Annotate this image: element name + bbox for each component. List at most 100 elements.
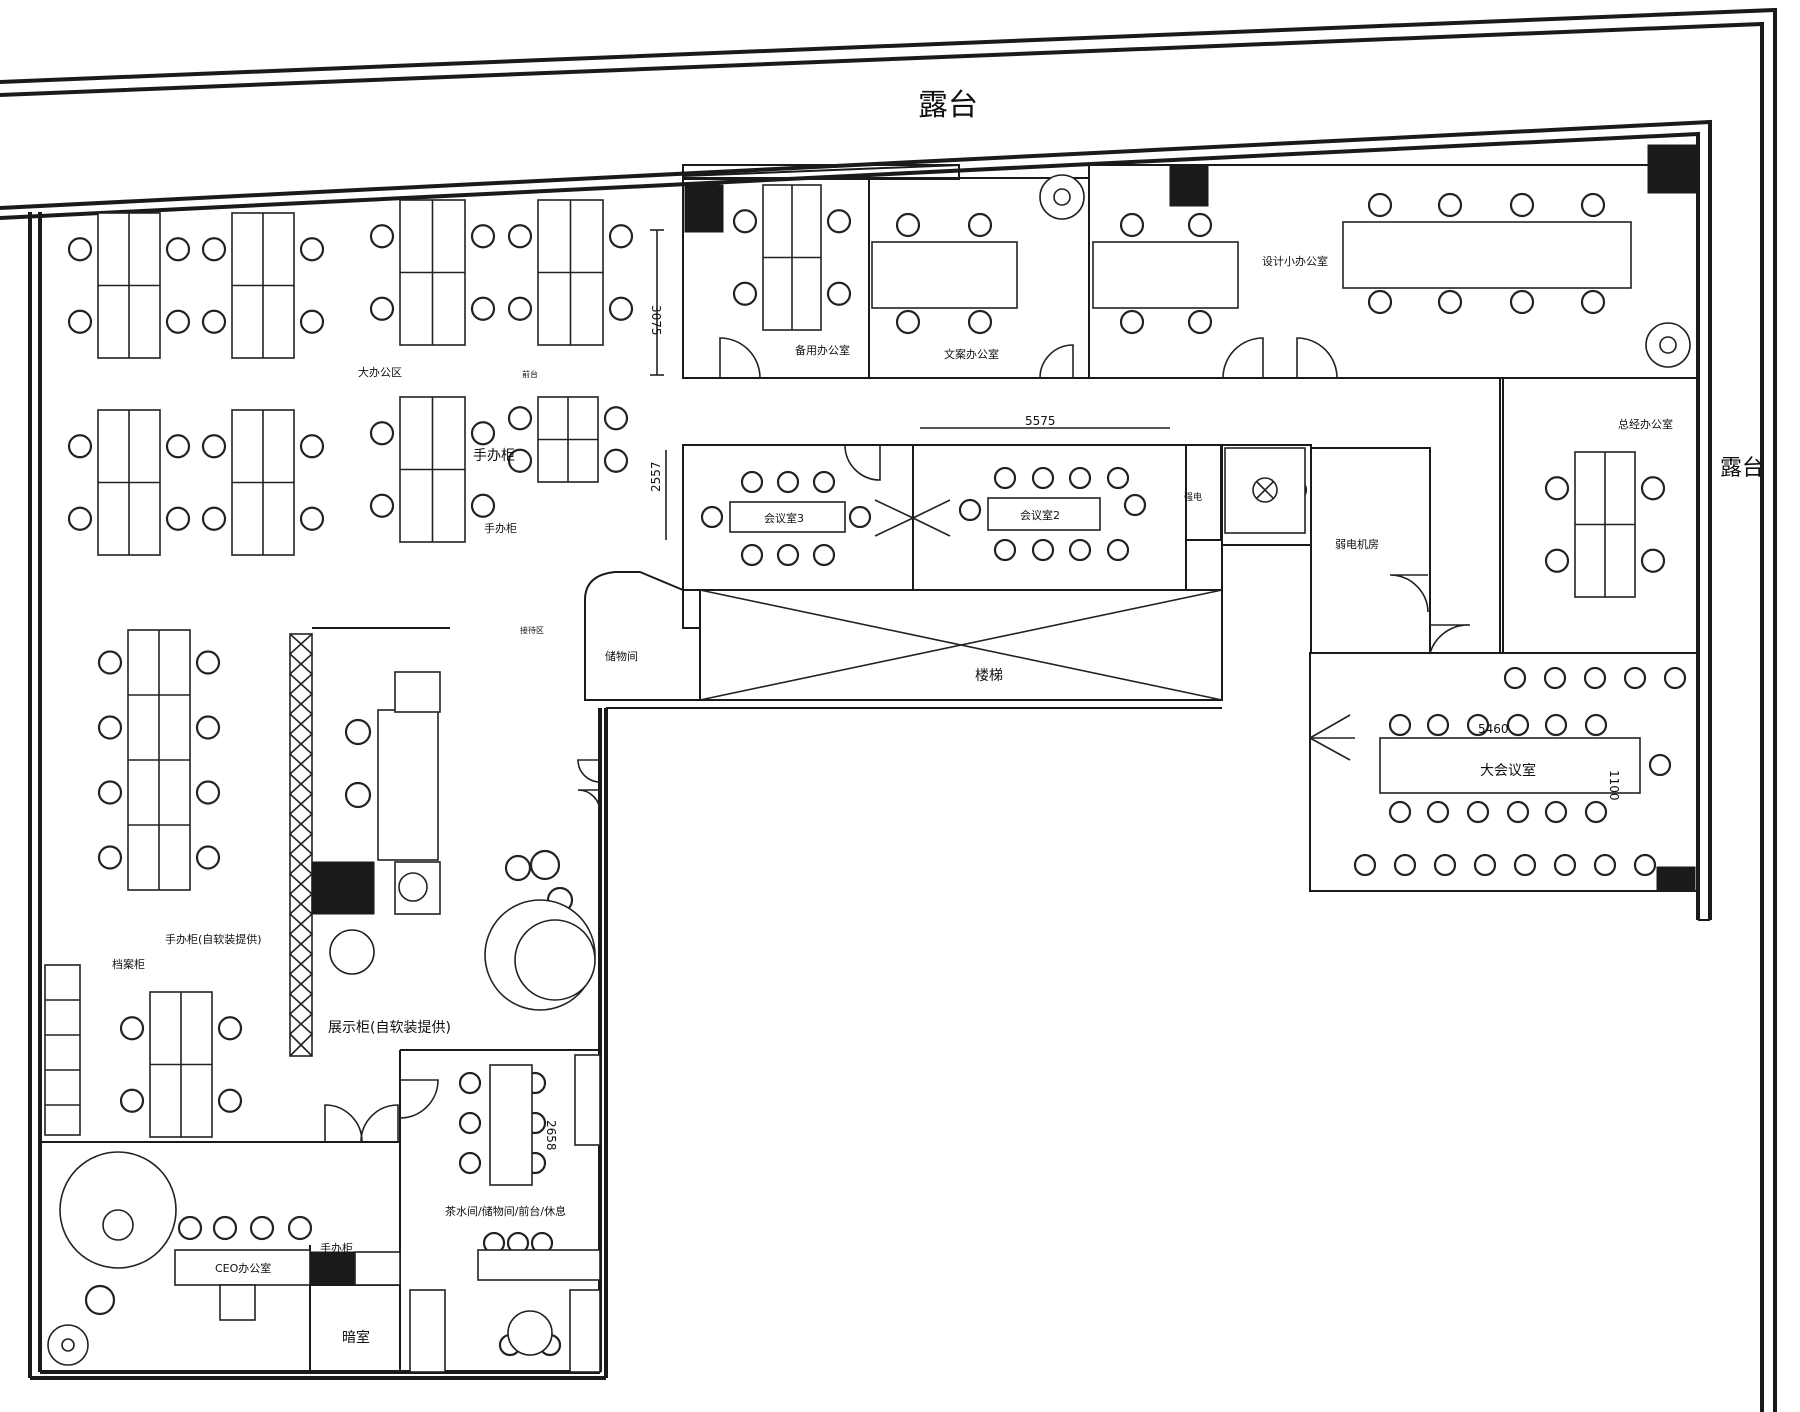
chair-icon: [67, 506, 93, 531]
chair-icon: [165, 237, 191, 262]
chair-icon: [195, 650, 221, 675]
central-shelving: [288, 627, 450, 1057]
middle-rooms: [682, 427, 1312, 701]
office-d-label: 总经办公室: [1618, 417, 1673, 431]
chair-icon: [812, 470, 836, 494]
chair-icon: [700, 505, 724, 529]
chair-icon: [1388, 713, 1412, 737]
ceo-office-label: CEO办公室: [215, 1261, 271, 1275]
office-b-label: 文案办公室: [944, 347, 999, 361]
chair-icon: [1031, 466, 1055, 490]
chair-icon: [848, 505, 872, 529]
chair-icon: [287, 1215, 313, 1241]
terrace-top-label: 露台: [918, 88, 978, 123]
desk-pod: [871, 241, 1018, 309]
chair-icon: [299, 506, 325, 531]
chair-icon: [1543, 666, 1567, 690]
chair-icon: [1580, 192, 1606, 218]
desk-pod: [1092, 241, 1239, 309]
chair-icon: [344, 781, 372, 809]
chair-icon: [201, 309, 227, 334]
chair-icon: [1509, 289, 1535, 315]
chair-icon: [507, 448, 533, 473]
locker-label-2: 手办柜: [484, 521, 517, 535]
chair-group: [66, 192, 1687, 1357]
chair-icon: [470, 421, 496, 446]
top-rooms: [682, 144, 1699, 379]
office-c-label: 设计小办公室: [1262, 254, 1328, 268]
dimension-5460: 5460: [1478, 722, 1509, 736]
chair-icon: [1663, 666, 1687, 690]
chair-icon: [470, 296, 496, 321]
chair-icon: [1437, 192, 1463, 218]
chair-icon: [97, 780, 123, 805]
chair-icon: [826, 281, 852, 306]
chair-icon: [740, 543, 764, 567]
chair-icon: [369, 224, 395, 249]
chair-icon: [1388, 800, 1412, 824]
shaft-label: 强电: [1184, 491, 1202, 503]
chair-icon: [507, 296, 533, 321]
doors: [324, 337, 1471, 1143]
chair-icon: [1593, 853, 1617, 877]
chair-icon: [369, 493, 395, 518]
chair-icon: [895, 309, 921, 335]
stair-label: 楼梯: [975, 668, 1003, 684]
chair-icon: [1640, 476, 1666, 501]
chair-icon: [608, 296, 634, 321]
chair-icon: [1031, 538, 1055, 562]
chair-icon: [195, 845, 221, 870]
chair-icon: [776, 470, 800, 494]
chair-icon: [1544, 713, 1568, 737]
chair-icon: [504, 854, 532, 882]
chair-icon: [1068, 466, 1092, 490]
chair-icon: [812, 543, 836, 567]
chair-icon: [1584, 713, 1608, 737]
chair-icon: [826, 209, 852, 234]
chair-icon: [1187, 212, 1213, 238]
dimension-2658: 2658: [544, 1120, 558, 1151]
chair-icon: [84, 1284, 116, 1316]
chair-icon: [67, 434, 93, 459]
chair-icon: [732, 209, 758, 234]
chair-icon: [1633, 853, 1657, 877]
weak-room-label: 弱电机房: [1335, 537, 1379, 551]
chair-icon: [470, 493, 496, 518]
locker-label-1: 手办柜: [473, 448, 515, 464]
desk-group: [97, 184, 1636, 1138]
storage-room: [584, 571, 701, 701]
storage-label: 储物间: [605, 649, 638, 663]
chair-icon: [1367, 192, 1393, 218]
pantry-label: 茶水间/储物间/前台/休息: [445, 1204, 566, 1218]
chair-icon: [1553, 853, 1577, 877]
chair-icon: [967, 309, 993, 335]
chair-icon: [1393, 853, 1417, 877]
chair-icon: [177, 1215, 203, 1241]
chair-icon: [1544, 476, 1570, 501]
chair-icon: [1437, 289, 1463, 315]
chair-icon: [895, 212, 921, 238]
chair-icon: [1106, 538, 1130, 562]
chair-icon: [195, 780, 221, 805]
dark-room-label: 暗室: [342, 1329, 370, 1346]
chair-icon: [958, 498, 982, 522]
chair-icon: [299, 237, 325, 262]
chair-icon: [458, 1071, 482, 1095]
chair-icon: [1106, 466, 1130, 490]
dimension-3075: 3075: [649, 305, 663, 336]
chair-icon: [201, 237, 227, 262]
chair-icon: [165, 309, 191, 334]
chair-icon: [299, 309, 325, 334]
locker-label-3: 手办柜(自软装提供): [165, 932, 262, 946]
open-office-label: 大办公区: [358, 365, 402, 379]
chair-icon: [1426, 713, 1450, 737]
chair-icon: [1466, 713, 1490, 737]
chair-icon: [1503, 666, 1527, 690]
chair-icon: [1426, 800, 1450, 824]
chair-icon: [1187, 309, 1213, 335]
chair-icon: [1353, 853, 1377, 877]
chair-icon: [344, 718, 372, 746]
chair-icon: [165, 506, 191, 531]
chair-icon: [1433, 853, 1457, 877]
